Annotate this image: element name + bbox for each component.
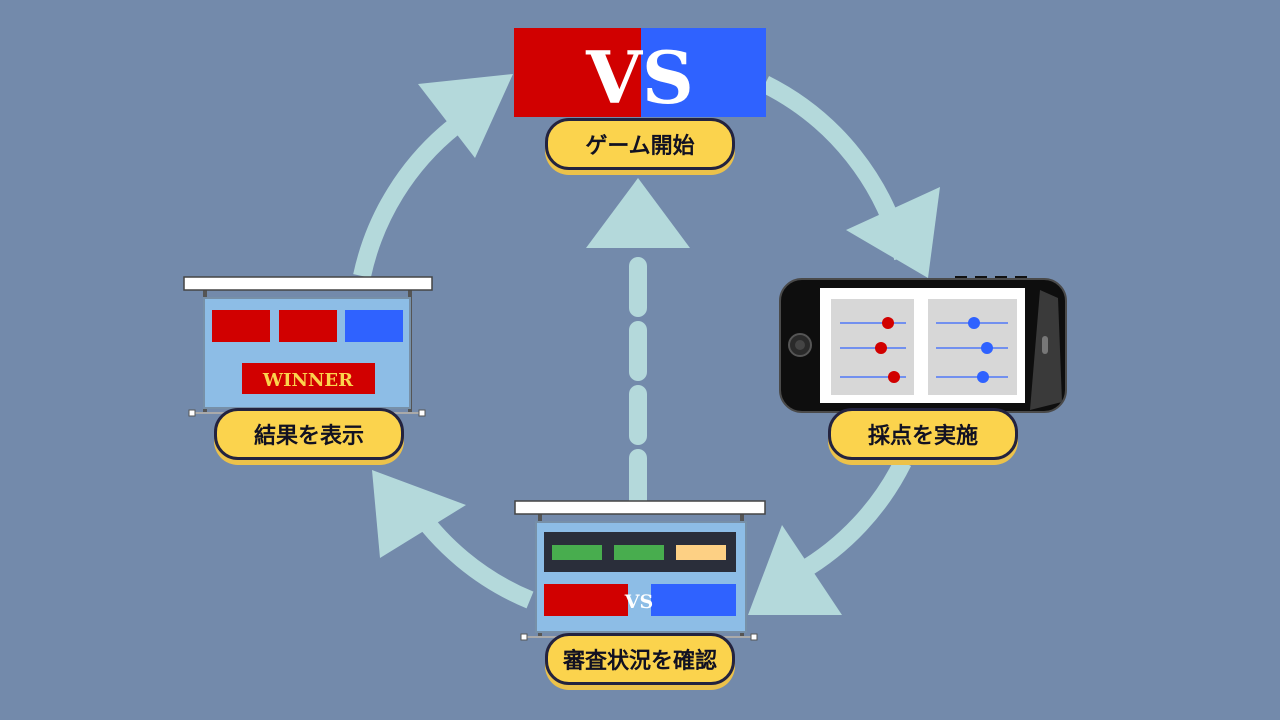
vs-banner-icon: VS xyxy=(514,28,766,120)
cycle-arrowheads xyxy=(372,74,940,615)
step-label-start-text: ゲーム開始 xyxy=(585,134,695,159)
arrowhead-to-review xyxy=(748,525,842,615)
step-label-start: ゲーム開始 xyxy=(545,118,735,170)
winner-screen-icon: WINNER xyxy=(183,276,433,417)
arrowhead-to-start xyxy=(418,74,513,158)
smartphone-sliders-icon xyxy=(779,276,1067,413)
vs-banner-text: VS xyxy=(585,35,694,120)
arc-result-to-start xyxy=(353,118,461,278)
step-label-review: 審査状況を確認 xyxy=(545,633,735,685)
step-label-result: 結果を表示 xyxy=(214,408,404,460)
step-label-scoring: 採点を実施 xyxy=(828,408,1018,460)
winner-text: WINNER xyxy=(262,370,354,391)
arrowhead-to-scoring xyxy=(846,187,940,278)
arc-scoring-to-review xyxy=(795,457,912,580)
review-vs-text: VS xyxy=(624,591,653,613)
step-label-review-text: 審査状況を確認 xyxy=(562,649,717,674)
scoreboard-screen-icon: VS xyxy=(514,500,766,641)
step-label-result-text: 結果を表示 xyxy=(253,424,364,449)
step-label-scoring-text: 採点を実施 xyxy=(867,424,978,449)
arrowhead-to-result xyxy=(372,470,466,558)
dashed-return-arrow xyxy=(586,178,690,509)
